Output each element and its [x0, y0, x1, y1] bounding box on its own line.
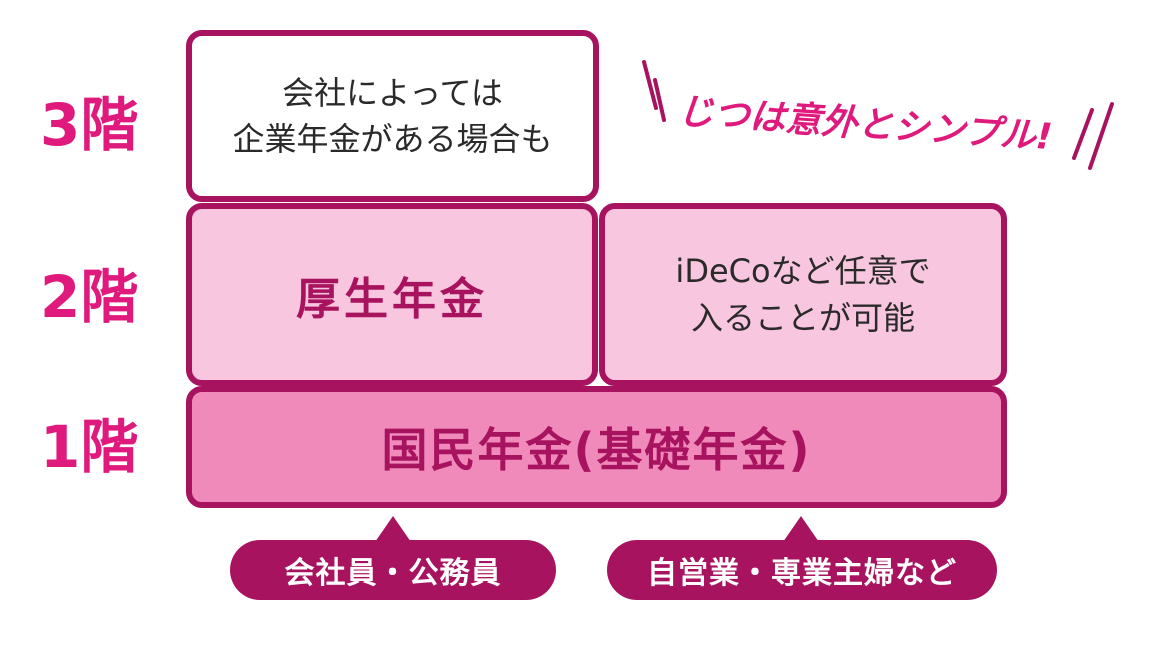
- emphasis-line-right-2: [1088, 102, 1114, 170]
- kosei-nenkin-box: 厚生年金: [186, 203, 598, 386]
- emphasis-line-left-2: [653, 78, 666, 122]
- emphasis-line-right-1: [1072, 108, 1094, 160]
- callout-pointer-icon: [375, 516, 411, 542]
- ideco-box: iDeCoなど任意で 入ることが可能: [599, 203, 1007, 386]
- floor-label-1: 1階: [40, 413, 139, 481]
- kokumin-nenkin-box: 国民年金(基礎年金): [186, 386, 1007, 508]
- employee-callout: 会社員・公務員: [230, 516, 556, 600]
- kokumin-nenkin-text: 国民年金(基礎年金): [381, 423, 812, 477]
- company-pension-box: 会社によっては 企業年金がある場合も: [186, 30, 599, 202]
- self-employed-callout: 自営業・専業主婦など: [607, 516, 997, 600]
- floor-label-2: 2階: [40, 263, 139, 331]
- emphasis-line-left-1: [642, 60, 658, 110]
- self-employed-callout-text: 自営業・専業主婦など: [647, 556, 957, 591]
- floor-label-3: 3階: [40, 91, 139, 159]
- company-pension-text: 会社によっては 企業年金がある場合も: [232, 73, 553, 158]
- ideco-text: iDeCoなど任意で 入ることが可能: [675, 252, 931, 337]
- callout-pointer-icon: [783, 516, 819, 542]
- employee-callout-text: 会社員・公務員: [284, 556, 502, 591]
- kosei-nenkin-text: 厚生年金: [296, 273, 488, 325]
